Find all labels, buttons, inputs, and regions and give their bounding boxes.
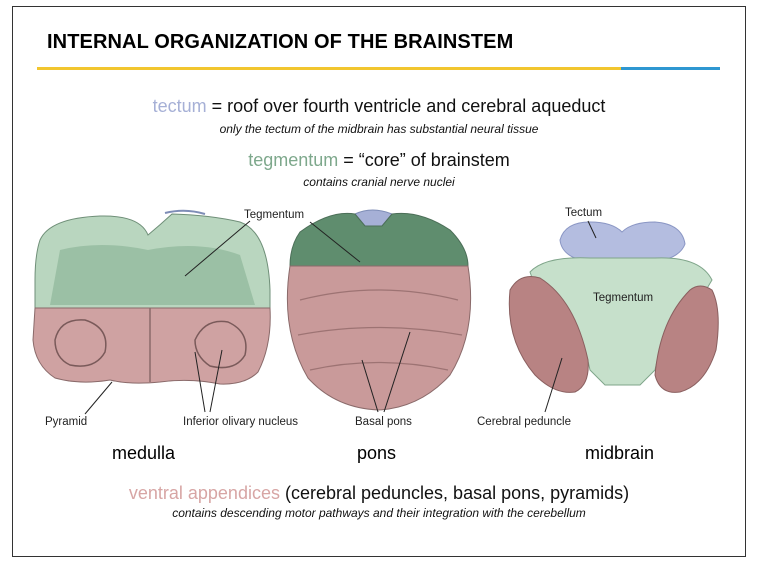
- midbrain-peduncle-right: [654, 285, 719, 393]
- midbrain-tectum-region: [559, 221, 686, 263]
- label-tectum: Tectum: [565, 207, 603, 219]
- pons-tegmentum-region: [289, 212, 469, 267]
- label-basal-pons: Basal pons: [355, 416, 412, 428]
- tegmentum-definition: tegmentum = “core” of brainstem: [0, 150, 758, 171]
- medulla-olive-right: [194, 320, 247, 369]
- label-inferior-olivary-nucleus: Inferior olivary nucleus: [183, 416, 299, 428]
- tectum-term: tectum: [152, 96, 207, 116]
- tectum-definition: tectum = roof over fourth ventricle and …: [0, 96, 758, 117]
- ventral-definition: ventral appendices (cerebral peduncles, …: [0, 483, 758, 504]
- label-tegmentum-top: Tegmentum: [244, 209, 305, 221]
- label-tegmentum-mid: Tegmentum: [593, 292, 654, 304]
- medulla-dorsal-fibers: [164, 209, 206, 215]
- basal-pons-pointer-right: [383, 331, 411, 413]
- tectum-note: only the tectum of the midbrain has subs…: [219, 122, 539, 136]
- section-label-midbrain: midbrain: [585, 443, 655, 463]
- title-rule-yellow: [37, 67, 622, 70]
- olive-pointer-right: [209, 349, 223, 413]
- label-pyramid: Pyramid: [45, 416, 88, 428]
- ventral-term: ventral appendices: [128, 483, 280, 503]
- medulla-dark-core: [50, 245, 255, 305]
- basal-pons-pointer-left: [361, 359, 379, 413]
- medulla-tegmentum-pointer: [184, 220, 251, 277]
- midbrain-peduncle-left: [508, 276, 589, 393]
- section-label-pons: pons: [357, 443, 397, 463]
- medulla-olive-left: [54, 319, 107, 367]
- section-label-medulla: medulla: [112, 443, 176, 463]
- pons-basal-region: [286, 265, 472, 411]
- title-rule-blue: [621, 67, 720, 70]
- page-title: INTERNAL ORGANIZATION OF THE BRAINSTEM: [47, 31, 514, 53]
- tegmentum-note: contains cranial nerve nuclei: [303, 175, 455, 189]
- pons-section-figure: [286, 209, 472, 413]
- tegmentum-definition-text: = “core” of brainstem: [338, 150, 510, 170]
- tectum-pointer: [587, 220, 597, 239]
- olive-pointer-left: [194, 351, 206, 413]
- pyramid-pointer: [84, 381, 113, 415]
- tegmentum-term: tegmentum: [248, 150, 339, 170]
- ventral-definition-text: (cerebral peduncles, basal pons, pyramid…: [279, 483, 630, 503]
- pons-tegmentum-pointer: [309, 221, 361, 263]
- cerebral-peduncle-pointer: [544, 357, 563, 413]
- ventral-note: contains descending motor pathways and t…: [172, 506, 586, 520]
- medulla-ventral-region: [32, 307, 271, 385]
- tectum-definition-text: = roof over fourth ventricle and cerebra…: [206, 96, 606, 116]
- pons-fiber-3: [309, 361, 449, 371]
- midbrain-section-figure: [508, 220, 719, 413]
- medulla-section-figure: [32, 209, 271, 415]
- pons-fiber-2: [297, 326, 463, 336]
- label-cerebral-peduncle: Cerebral peduncle: [477, 416, 571, 428]
- pons-fiber-1: [299, 289, 459, 301]
